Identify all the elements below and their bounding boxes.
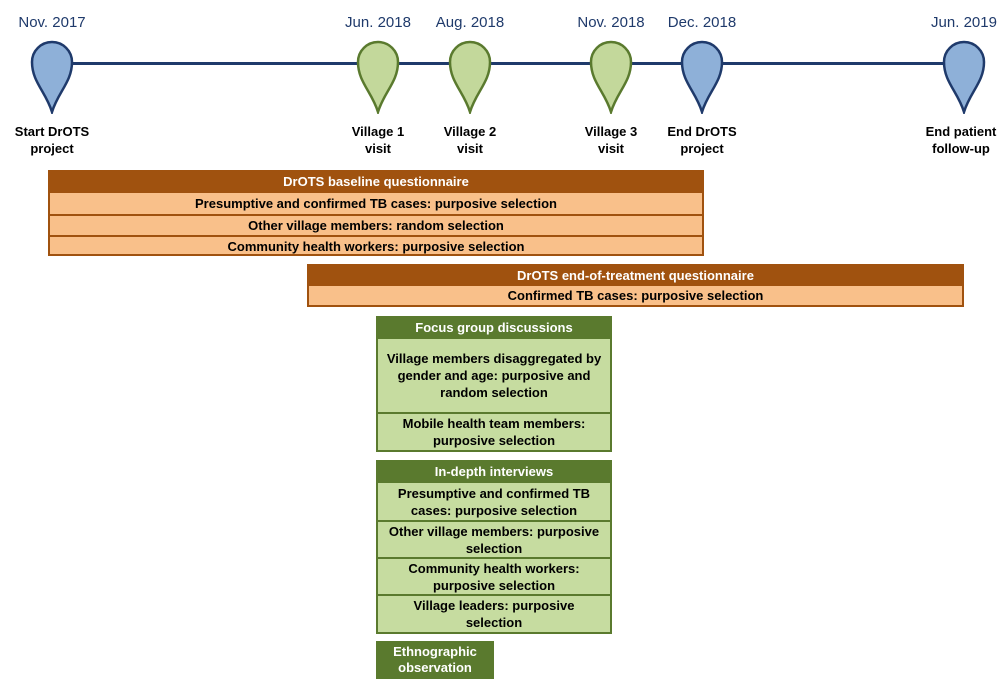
focus-group-row: Village members disaggregated by gender …: [386, 351, 602, 400]
end-of-treatment-title: DrOTS end-of-treatment questionnaire: [309, 266, 962, 286]
milestone-date: Nov. 2018: [577, 14, 645, 31]
in-depth-interviews-box: In-depth interviews Presumptive and conf…: [376, 460, 612, 634]
baseline-row: Presumptive and confirmed TB cases: purp…: [195, 196, 557, 211]
interviews-title: In-depth interviews: [378, 462, 610, 483]
milestone-date: Dec. 2018: [667, 14, 737, 31]
milestone-label: Village 2 visit: [443, 124, 497, 156]
focus-group-row: Mobile health team members: purposive se…: [378, 412, 610, 450]
baseline-row: Other village members: random selection: [50, 214, 702, 235]
milestone-label: End patient follow-up: [925, 124, 997, 156]
milestone-date: Aug. 2018: [435, 14, 505, 31]
focus-group-title: Focus group discussions: [378, 318, 610, 339]
interviews-row: Community health workers: purposive sele…: [378, 557, 610, 594]
end-of-treatment-row: Confirmed TB cases: purposive selection: [507, 288, 764, 303]
focus-group-discussions-box: Focus group discussions Village members …: [376, 316, 612, 452]
baseline-row: Community health workers: purposive sele…: [50, 235, 702, 256]
milestone-date: Jun. 2019: [931, 14, 997, 31]
map-pin-icon: [30, 40, 74, 114]
milestone-label: End DrOTS project: [667, 124, 737, 156]
milestone-date: Jun. 2018: [345, 14, 411, 31]
milestone-label: Village 1 visit: [351, 124, 405, 156]
milestone-label: Start DrOTS project: [14, 124, 90, 156]
interviews-row: Other village members: purposive selecti…: [378, 520, 610, 557]
map-pin-icon: [942, 40, 986, 114]
map-pin-icon: [589, 40, 633, 114]
map-pin-icon: [448, 40, 492, 114]
end-of-treatment-questionnaire-box: DrOTS end-of-treatment questionnaire Con…: [307, 264, 964, 307]
timeline-line: [52, 62, 966, 65]
interviews-row: Village leaders: purposive selection: [378, 594, 610, 632]
baseline-questionnaire-title: DrOTS baseline questionnaire: [50, 172, 702, 193]
milestone-label: Village 3 visit: [584, 124, 638, 156]
interviews-row: Presumptive and confirmed TB cases: purp…: [397, 485, 591, 518]
ethnographic-title: Ethnographic observation: [378, 643, 492, 677]
baseline-questionnaire-box: DrOTS baseline questionnaire Presumptive…: [48, 170, 704, 256]
ethnographic-observation-box: Ethnographic observation: [376, 641, 494, 679]
milestone-date: Nov. 2017: [18, 14, 86, 31]
map-pin-icon: [356, 40, 400, 114]
map-pin-icon: [680, 40, 724, 114]
